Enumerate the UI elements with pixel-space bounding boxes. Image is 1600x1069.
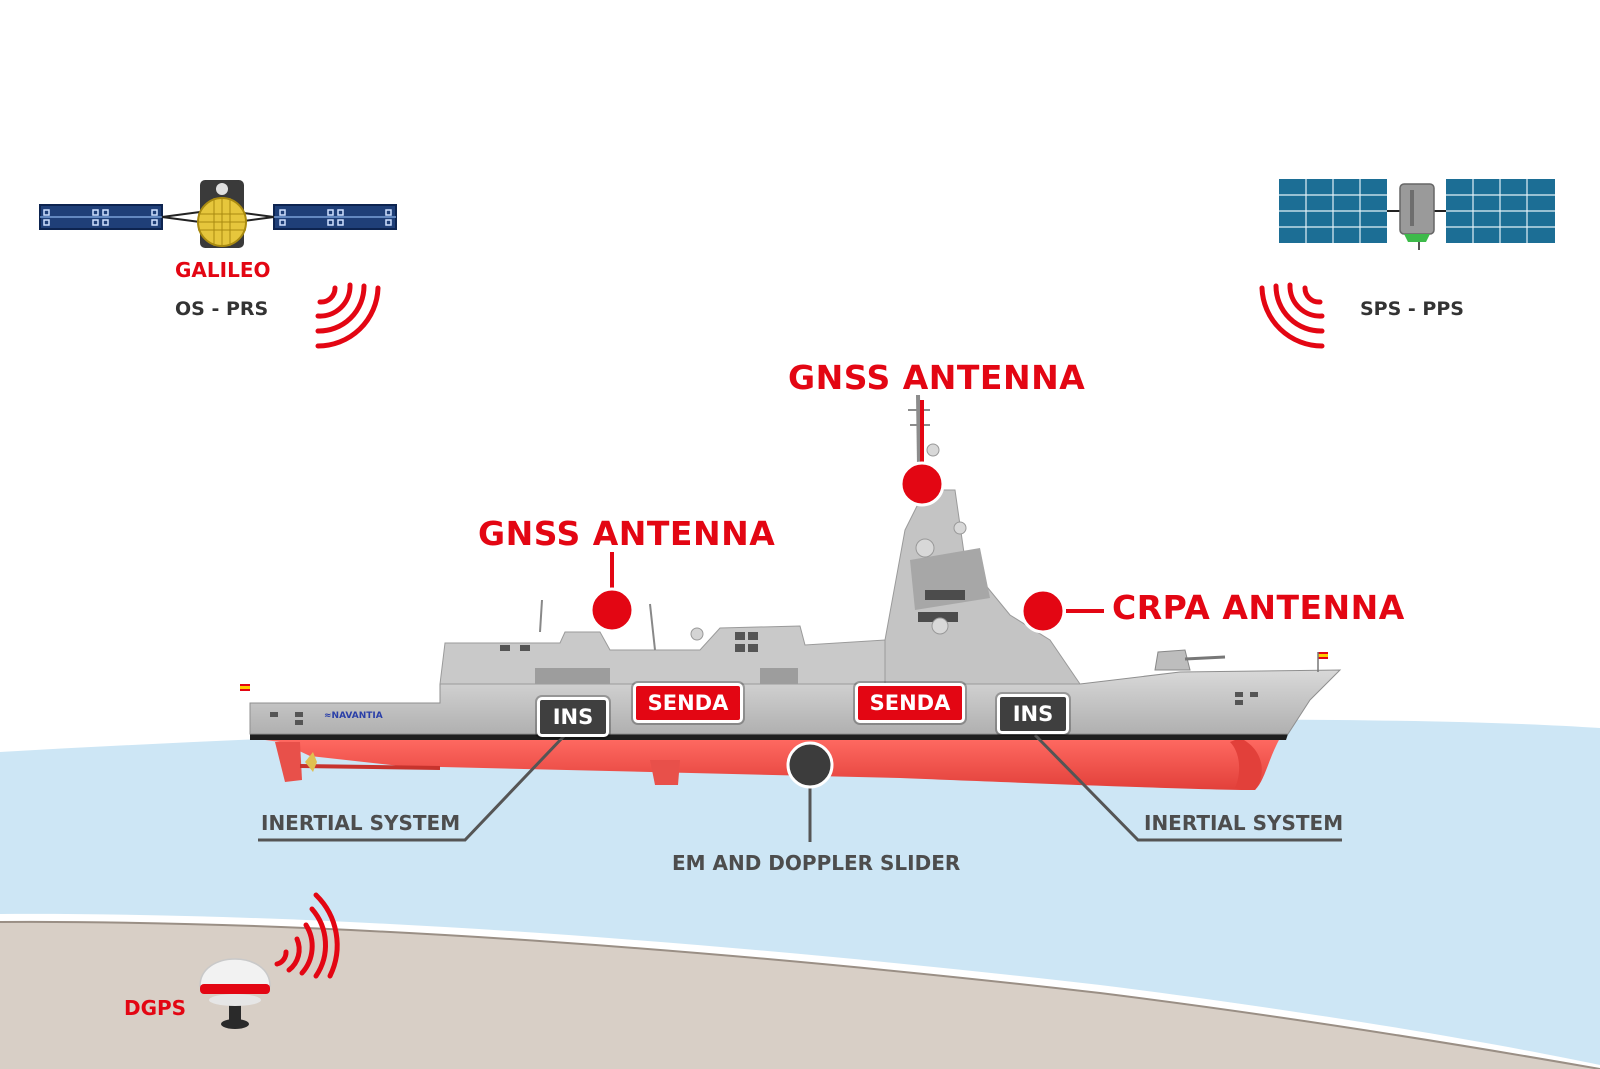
ins-tag-fwd: INS	[997, 694, 1069, 734]
senda-tag-aft: SENDA	[633, 683, 743, 723]
gps-satellite-icon	[1279, 179, 1555, 250]
gps-service-label: SPS - PPS	[1360, 298, 1464, 320]
gnss-antenna-marker	[589, 587, 635, 633]
gnss-antenna-aft-label: GNSS ANTENNA	[478, 514, 776, 553]
signal-waves-icon	[315, 282, 381, 349]
gnss-antenna-mast-label: GNSS ANTENNA	[788, 358, 1086, 397]
crpa-antenna-marker	[1020, 588, 1066, 634]
ship-hull-underwater	[250, 738, 1280, 790]
signal-waves-icon	[274, 892, 340, 979]
ins-tag-aft: INS	[537, 697, 609, 737]
inertial-system-left-label: INERTIAL SYSTEM	[261, 811, 461, 835]
dgps-label: DGPS	[124, 996, 187, 1020]
dgps-antenna-icon	[199, 958, 271, 1029]
inertial-system-right-label: INERTIAL SYSTEM	[1144, 811, 1344, 835]
gnss-antenna-marker	[899, 461, 945, 507]
navantia-logo: ≈NAVANTIA	[324, 711, 383, 721]
land-area	[0, 921, 1600, 1069]
land-edge	[0, 920, 1600, 1069]
galileo-label: GALILEO	[175, 258, 271, 282]
senda-tag-fwd: SENDA	[855, 683, 965, 723]
galileo-service-label: OS - PRS	[175, 298, 269, 320]
em-doppler-slider-label: EM AND DOPPLER SLIDER	[672, 851, 961, 875]
signal-waves-icon	[1259, 282, 1325, 349]
crpa-antenna-label: CRPA ANTENNA	[1112, 588, 1405, 627]
galileo-satellite-icon	[39, 180, 397, 248]
doppler-slider-marker	[786, 741, 834, 789]
